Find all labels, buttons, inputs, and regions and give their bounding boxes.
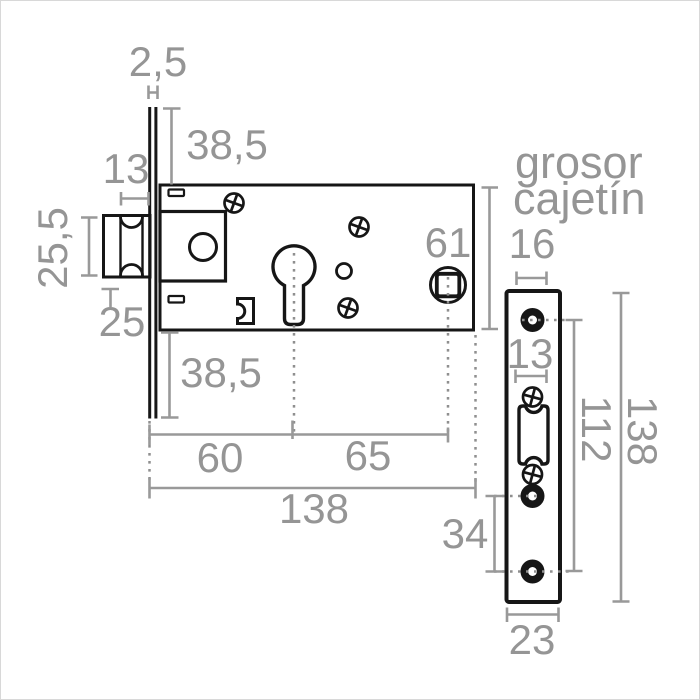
roller-top-arc (119, 216, 144, 229)
phillips-screw (337, 297, 359, 319)
dim-case-thickness (515, 271, 548, 285)
dim-latch-height (81, 216, 98, 277)
label-faceplate-width: 23 (509, 616, 556, 663)
latch-bolt (102, 214, 152, 279)
case-note: grosor cajetín (513, 137, 646, 224)
mounting-hole (520, 559, 545, 584)
follower-box (158, 209, 228, 283)
slot-bottom (167, 294, 186, 304)
phillips-screw (348, 216, 370, 238)
dim-faceplate-width (505, 607, 560, 622)
dim-body-height (481, 186, 498, 331)
label-screw-gap: 34 (442, 510, 489, 557)
label-top-margin: 38,5 (186, 121, 268, 168)
follower-hole (188, 232, 218, 262)
phillips-screw (223, 192, 245, 214)
label-plate-thickness: 2,5 (129, 38, 187, 85)
dim-body-length (148, 478, 477, 499)
label-case-thickness: 16 (509, 220, 556, 267)
dim-plate-thickness (147, 85, 159, 99)
dim-latch-protrusion (119, 192, 150, 206)
label-latch-protrusion: 13 (103, 145, 150, 192)
small-hole (335, 262, 353, 280)
latch-cutout (517, 404, 550, 466)
label-latch-height: 25,5 (29, 207, 76, 289)
case-note-line1: grosor (515, 137, 643, 188)
label-body-height: 61 (425, 219, 472, 266)
label-faceplate-length: 138 (619, 396, 666, 466)
slot-top (167, 188, 186, 198)
label-screw-spacing: 112 (573, 396, 620, 463)
dim-latch-bottom (101, 287, 119, 307)
label-backset: 60 (197, 434, 244, 481)
phillips-screw (521, 463, 544, 486)
label-body-length: 138 (279, 485, 349, 532)
dimension-labels: 2,5 38,5 13 25,5 25 38,5 60 65 138 61 16… (29, 38, 666, 663)
dim-top-margin (163, 107, 181, 185)
faceplate-front-view (504, 289, 562, 604)
spring-hook (236, 297, 255, 325)
label-cylinder-distance: 65 (345, 432, 392, 479)
label-latch-bottom: 25 (99, 298, 146, 345)
dim-cutout-width (514, 369, 548, 383)
roller-bottom-arc (119, 263, 144, 276)
dim-screw-spacing (565, 318, 583, 573)
dimension-lines (81, 85, 630, 622)
label-bottom-margin: 38,5 (180, 349, 262, 396)
lock-body-side-view (102, 107, 475, 419)
dim-screw-gap (485, 494, 504, 573)
case-note-line2: cajetín (513, 173, 646, 224)
dim-faceplate-length (612, 291, 630, 603)
label-cutout-width: 13 (507, 330, 554, 377)
phillips-screw (521, 386, 544, 408)
dim-bottom-margin (161, 331, 179, 419)
dim-backset-row (148, 420, 450, 445)
faceplate-edge-view (148, 107, 158, 419)
mounting-hole (520, 484, 545, 508)
